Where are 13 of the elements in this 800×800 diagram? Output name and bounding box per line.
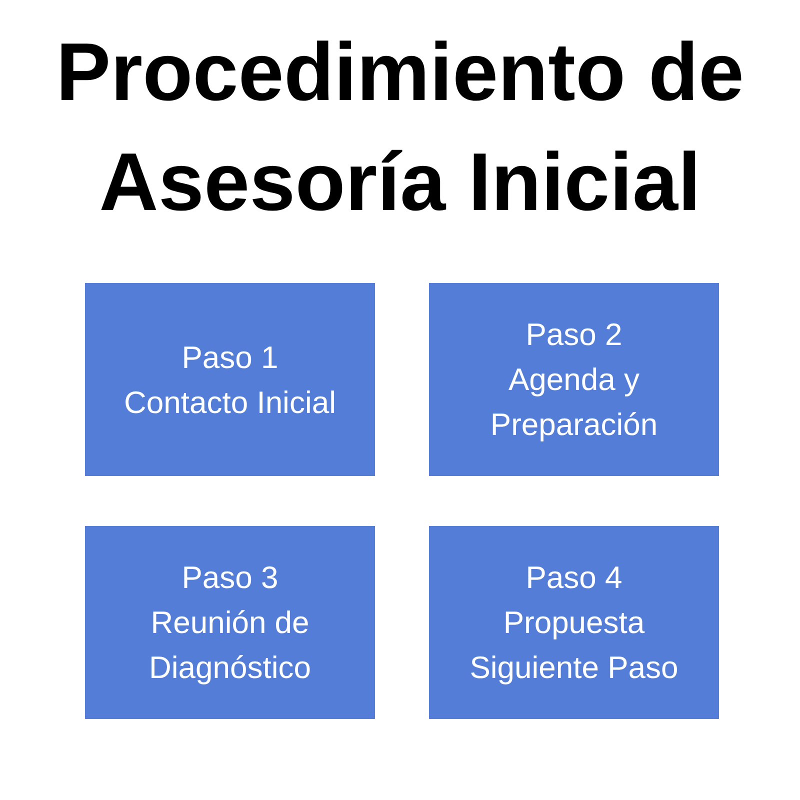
step-title: Contacto Inicial (124, 384, 336, 422)
diagram-title: Procedimiento de Asesoría Inicial (54, 26, 746, 230)
step-number: Paso 4 (526, 559, 622, 597)
step-title: Propuesta Siguiente Paso (468, 604, 680, 687)
step-title: Reunión de Diagnóstico (148, 604, 312, 687)
step-number: Paso 1 (182, 338, 278, 376)
step-box (85, 526, 375, 719)
step-title: Agenda y Preparación (489, 361, 659, 444)
step-number: Paso 2 (526, 316, 622, 354)
step-box (429, 283, 719, 476)
step-box (429, 526, 719, 719)
step-number: Paso 3 (182, 559, 278, 597)
step-box (85, 283, 375, 476)
